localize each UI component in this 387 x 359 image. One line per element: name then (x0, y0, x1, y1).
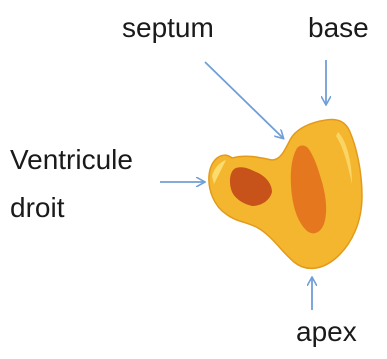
septum-label: septum (122, 14, 214, 42)
base-label: base (308, 14, 369, 42)
ventricule-droit-label-line2: droit (10, 194, 64, 222)
apex-label: apex (296, 318, 357, 346)
heart-shape (209, 120, 362, 269)
septum-arrow (205, 62, 283, 138)
heart-outer (209, 120, 362, 269)
ventricule-droit-label-line1: Ventricule (10, 146, 133, 174)
